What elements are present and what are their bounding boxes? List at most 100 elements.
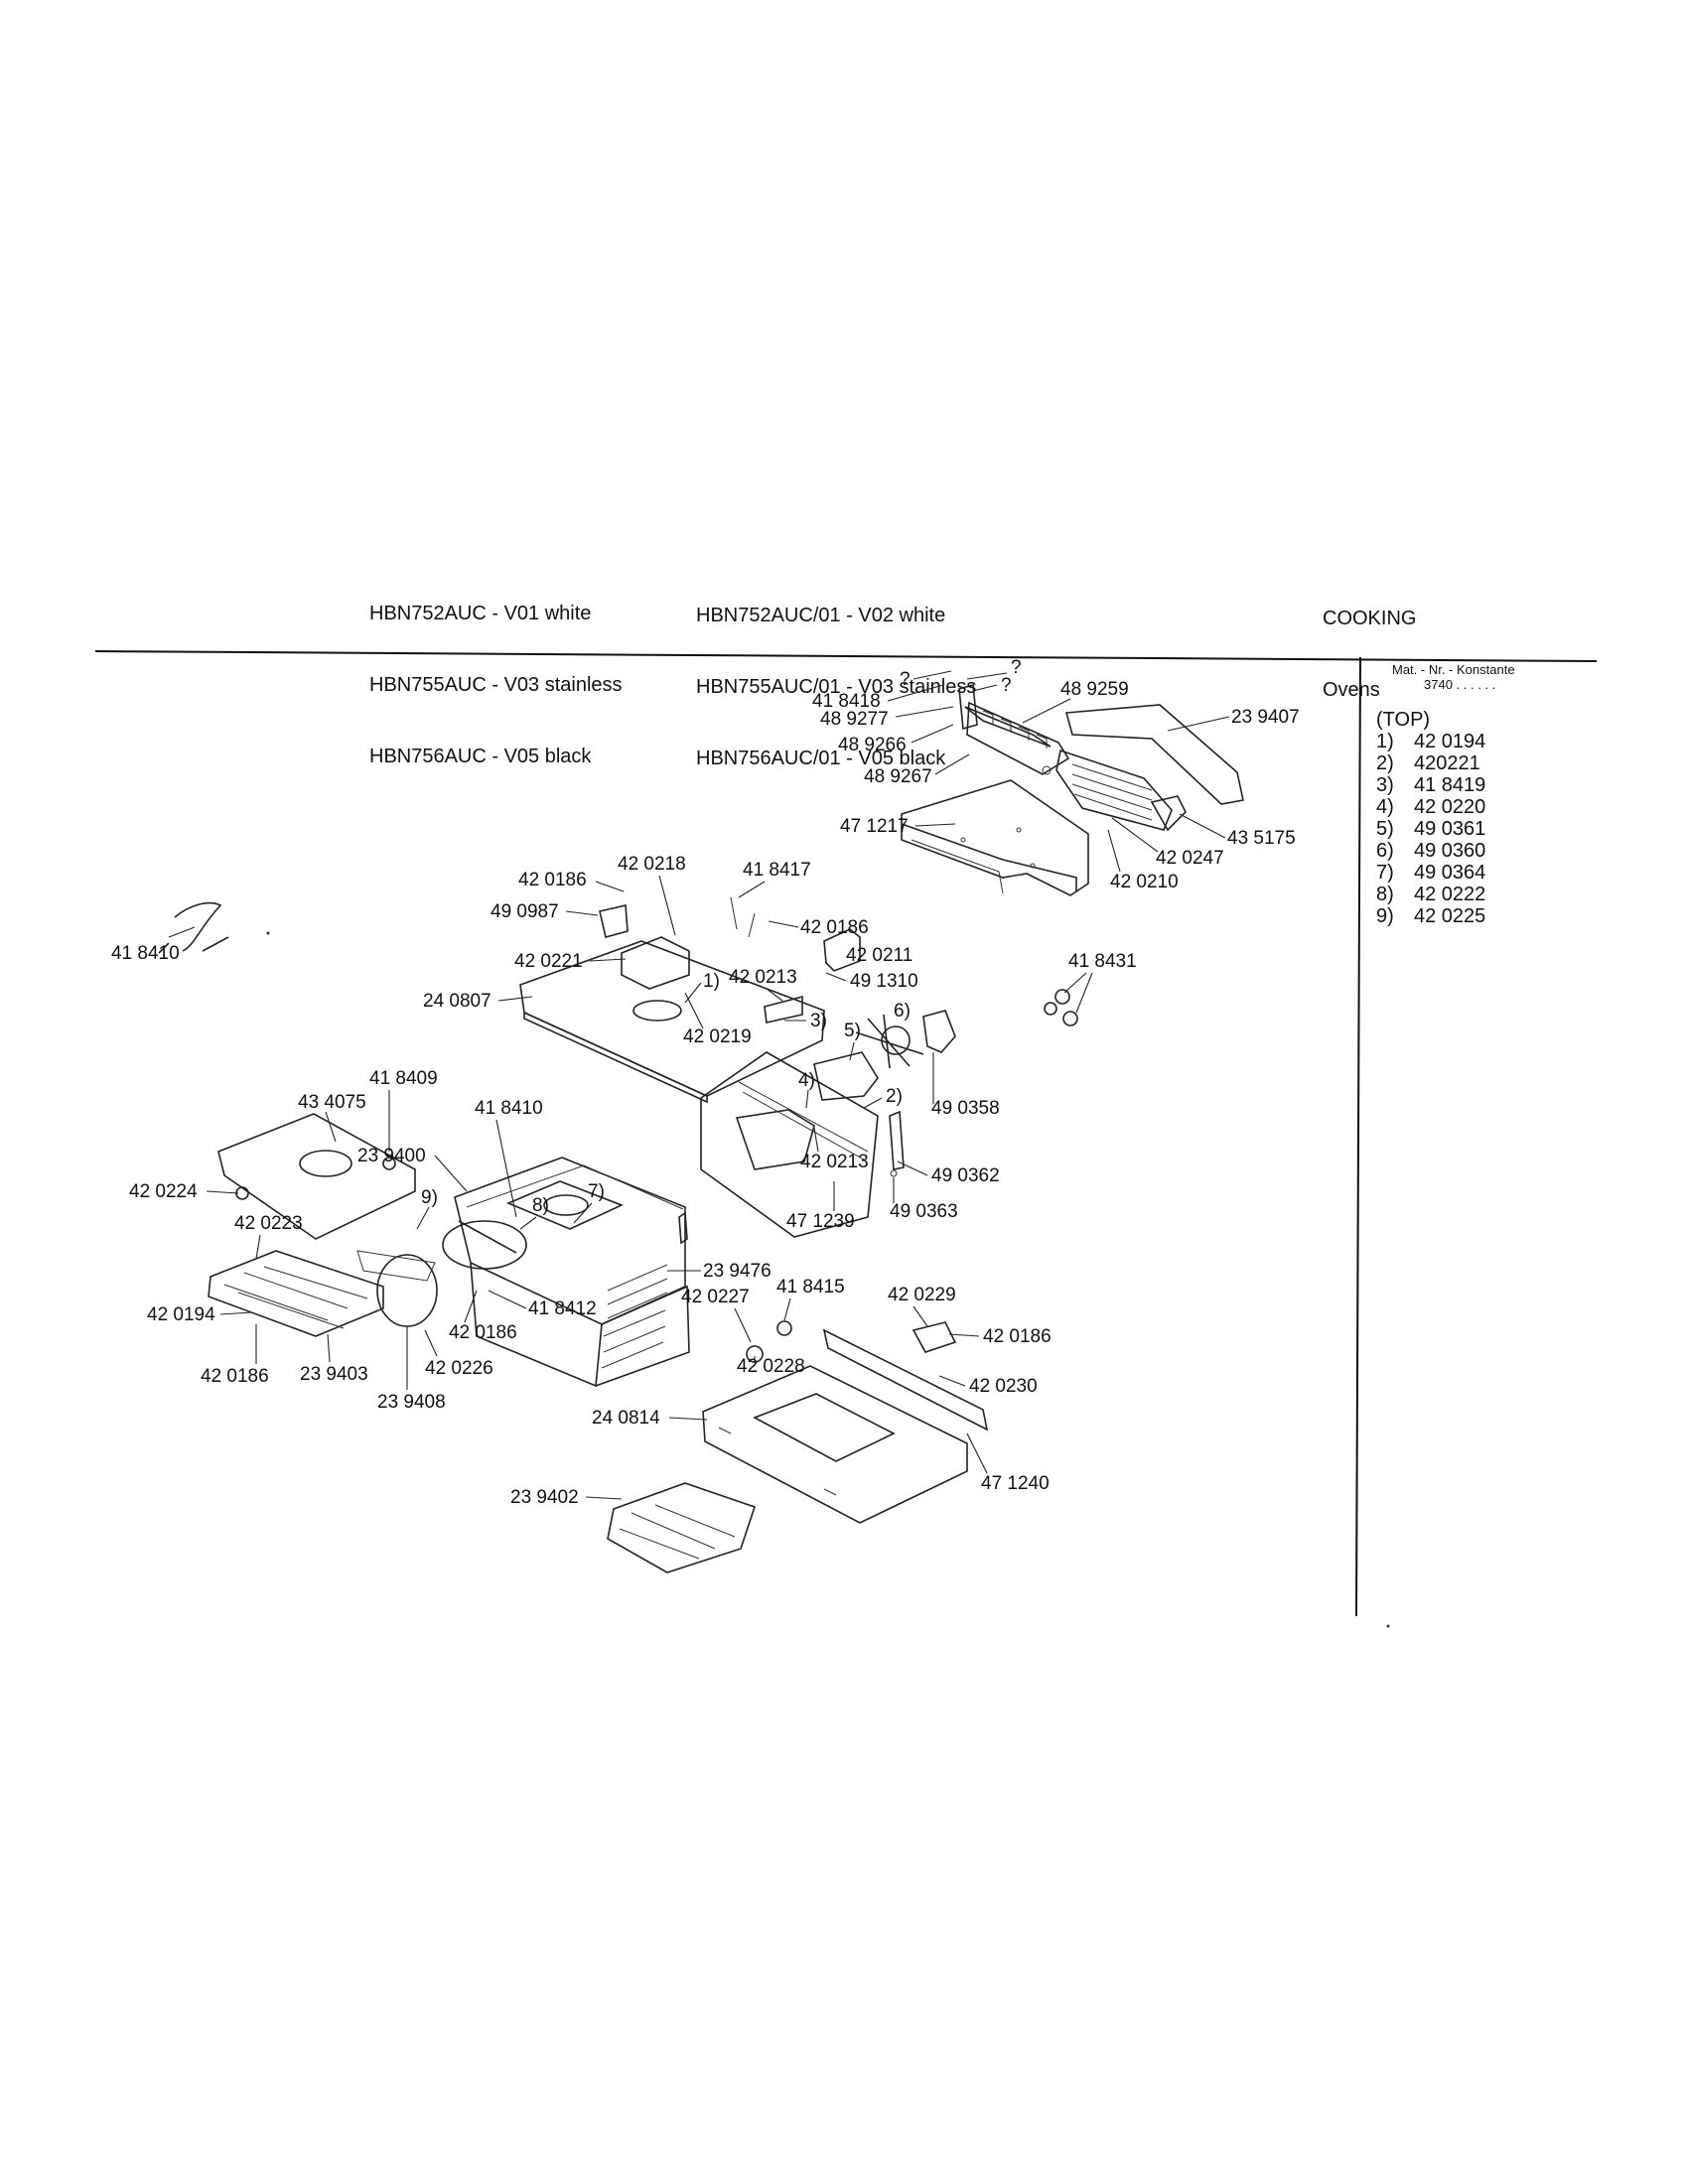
legend-row: 6)49 0360	[1376, 840, 1485, 862]
bake-element-top	[208, 1250, 438, 1337]
callout: 4)	[798, 1070, 815, 1091]
rear-panel	[700, 1051, 879, 1238]
callout: 49 0363	[890, 1201, 958, 1222]
legend-part: 49 0360	[1414, 840, 1486, 862]
callout: 41 8415	[776, 1277, 845, 1297]
legend-row: 9)42 0225	[1376, 905, 1485, 927]
callout: 42 0227	[681, 1287, 750, 1307]
callout: 48 9267	[864, 766, 932, 787]
callout: 1)	[703, 971, 720, 992]
mat-nr-value: 3740 . . . . . .	[1424, 677, 1496, 692]
legend-part: 41 8419	[1414, 774, 1486, 796]
callout: 43 4075	[298, 1092, 366, 1113]
legend-num: 4)	[1376, 796, 1394, 818]
callout: 23 9403	[300, 1364, 368, 1385]
callout: 2)	[886, 1086, 903, 1107]
legend-num: 9)	[1376, 905, 1394, 927]
sidebar-divider	[1355, 656, 1361, 1617]
callout: 47 1240	[981, 1473, 1050, 1494]
bottom-element	[607, 1482, 757, 1573]
callout: 47 1239	[786, 1211, 855, 1232]
legend-row: 1)42 0194	[1376, 731, 1485, 752]
model-line: HBN756AUC/01 - V05 black	[696, 748, 946, 769]
callout: 42 0194	[147, 1304, 215, 1325]
callout: 49 1310	[850, 971, 918, 992]
callout: 42 0211	[846, 945, 912, 966]
top-parts-legend: (TOP) 1)42 0194 2)420221 3)41 8419 4)42 …	[1376, 709, 1485, 927]
callout-labels: ? ? ? 41 8418 48 9277 48 9266 48 9267 48…	[111, 657, 1300, 1508]
control-board-assembly	[958, 683, 1070, 775]
callout: 42 0213	[800, 1152, 869, 1172]
header-rule	[94, 650, 1598, 662]
category-block: COOKING Ovens	[1323, 559, 1416, 726]
callout: 41 8409	[369, 1068, 438, 1089]
callout: 3)	[810, 1011, 827, 1031]
callout: 41 8410	[111, 943, 180, 964]
callout: 42 0186	[201, 1366, 269, 1387]
callout: 48 9266	[838, 735, 907, 755]
top-panel	[519, 896, 825, 1104]
model-line: HBN756AUC - V05 black	[369, 746, 592, 767]
hinge-screws	[1044, 989, 1078, 1026]
legend-title: (TOP)	[1376, 709, 1431, 731]
callout: 42 0213	[729, 967, 797, 988]
legend-num: 7)	[1376, 862, 1394, 884]
bottom-pan	[702, 1365, 968, 1524]
category-label: COOKING	[1323, 608, 1417, 629]
callout: 5)	[844, 1021, 861, 1041]
callout: 43 5175	[1227, 828, 1296, 849]
callout: 41 8418	[812, 691, 881, 712]
callout: 23 9408	[377, 1392, 446, 1413]
callout: 6)	[894, 1001, 911, 1022]
callout: 24 0807	[423, 991, 491, 1012]
callout: 42 0226	[425, 1358, 493, 1379]
callout: 42 0210	[1110, 872, 1179, 892]
lamp-parts	[889, 1110, 905, 1177]
top-cover-plate	[901, 779, 1089, 896]
subcategory-label: Ovens	[1323, 679, 1380, 701]
legend-part: 42 0222	[1414, 884, 1486, 905]
mat-nr-block: Mat. - Nr. - Konstante 3740 . . . . . .	[1392, 662, 1515, 692]
callout: 42 0186	[800, 917, 869, 938]
legend-num: 8)	[1376, 884, 1394, 905]
callout: 47 1217	[840, 816, 909, 837]
scan-dot	[1386, 1624, 1390, 1628]
callout: 42 0229	[888, 1285, 956, 1305]
legend-part: 420221	[1414, 752, 1480, 774]
callout: 48 9277	[820, 709, 889, 730]
legend-num: 3)	[1376, 774, 1394, 796]
legend-row: 2) 420221	[1376, 752, 1485, 774]
callout: 42 0247	[1156, 848, 1224, 869]
callout: 23 9402	[510, 1487, 579, 1508]
callout: 49 0987	[491, 901, 559, 922]
model-line: HBN752AUC - V01 white	[369, 603, 592, 624]
legend-row: 7)49 0364	[1376, 862, 1485, 884]
callout: 41 8412	[528, 1298, 597, 1319]
callout: 42 0218	[618, 854, 686, 875]
callout: 49 0358	[931, 1098, 1000, 1119]
callout: 24 0814	[592, 1408, 660, 1429]
callout: 49 0362	[931, 1165, 1000, 1186]
callout: 42 0224	[129, 1181, 198, 1202]
mat-nr-label: Mat. - Nr. - Konstante	[1392, 662, 1515, 677]
insulation-mat	[217, 1113, 416, 1240]
callout: 7)	[588, 1181, 605, 1202]
callout: 23 9407	[1231, 707, 1300, 728]
legend-num: 5)	[1376, 818, 1394, 840]
callout: 48 9259	[1060, 679, 1129, 700]
fan-duct	[1055, 704, 1244, 832]
legend-row: 5)49 0361	[1376, 818, 1485, 840]
callout: 23 9400	[357, 1146, 426, 1166]
legend-row: 4)42 0220	[1376, 796, 1485, 818]
callout: 8)	[532, 1195, 549, 1216]
callout: 42 0219	[683, 1026, 752, 1047]
legend-part: 42 0194	[1414, 731, 1486, 752]
callout: ?	[1011, 657, 1022, 678]
callout: ?	[1001, 675, 1012, 696]
callout: 42 0223	[234, 1213, 303, 1234]
convection-fan	[813, 1010, 956, 1101]
callout: 41 8417	[743, 860, 811, 881]
callout: 42 0228	[737, 1356, 805, 1377]
legend-num: 2)	[1376, 752, 1394, 774]
bottom-rail	[822, 1321, 989, 1432]
